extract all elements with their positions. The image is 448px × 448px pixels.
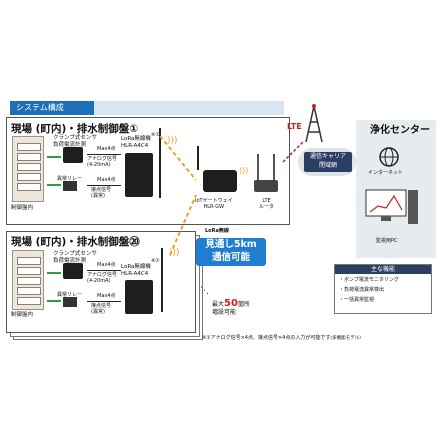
internet-label: インターネット	[368, 170, 404, 176]
site20-signal-icon: )))	[169, 248, 180, 258]
site20-line-contact	[87, 301, 121, 302]
expansion-number: 50	[224, 298, 238, 309]
gateway-antenna	[197, 146, 199, 170]
site1-arrow-relay	[47, 184, 61, 186]
site1-max4-bottom: Max4点	[97, 177, 116, 183]
gateway-signal-icon: )))	[239, 166, 249, 175]
site20-panel: 現場 (町内)・排水制御盤⑳ 制御盤内 クランプ式センサ 負荷電流計測 異常リレ…	[6, 231, 196, 333]
site1-signal-icon: )))	[167, 136, 178, 146]
site20-sensor-label: クランプ式センサ 負荷電流計測	[53, 251, 97, 264]
site1-control-panel-label: 制御盤内	[11, 205, 34, 211]
center-panel	[356, 120, 436, 258]
carrier-network-label: 通信キャリア 閉域網	[304, 152, 352, 172]
function-item: ・ポンプ電流モニタリング	[339, 277, 399, 283]
ellipsis-icon: ⋱	[200, 286, 209, 296]
site1-contact-label: 接点信号 (異常)	[91, 187, 112, 199]
site20-contact-label: 接点信号 (異常)	[91, 303, 112, 315]
header-bar	[94, 101, 284, 115]
footnote-suffix: (多機能モデル)	[330, 336, 361, 341]
expansion-note: 最大50箇所 増設可能	[212, 298, 250, 317]
site1-lora-device	[125, 153, 153, 197]
site1-note-mark: ※①	[151, 132, 160, 138]
site20-arrow-relay	[47, 300, 61, 302]
router-antenna-right	[273, 154, 275, 180]
site20-max4-top: Max4点	[97, 262, 116, 268]
system-config-tab: システム構成	[10, 101, 94, 115]
site1-sensor-label: クランプ式センサ 負荷電流計測	[53, 135, 97, 148]
site1-panel: 現場 (町内)・排水制御盤① 制御盤内 クランプ式センサ 負荷電流計測 異常リレ…	[6, 117, 290, 225]
site20-relay	[63, 297, 77, 307]
lte-tower-icon	[305, 104, 323, 143]
site1-max4-top: Max4点	[97, 146, 116, 152]
site1-relay	[63, 181, 77, 191]
function-item: ・負荷電流異常検出	[339, 287, 385, 293]
site20-device-label: LoRa無線機 HLR-A4C4	[121, 264, 151, 277]
site1-device-label: LoRa無線機 HLR-A4C4	[121, 136, 151, 149]
site1-analog-label: アナログ信号 (4-20mA)	[87, 156, 117, 168]
center-title: 浄化センター	[370, 125, 430, 136]
functions-box: 主な機能 ・ポンプ電流モニタリング ・負荷電流異常検出 ・一括異常監視	[334, 264, 432, 314]
lora-label: LoRa無線	[205, 228, 229, 234]
site20-control-panel-label: 制御盤内	[11, 312, 34, 318]
site20-title: 現場 (町内)・排水制御盤⑳	[11, 236, 140, 248]
site1-line-contact	[87, 185, 121, 186]
site20-alarm-relay-label: 異常リレー	[57, 292, 83, 298]
footnote-main: ※①アナログ信号×4点、接点信号×4点の入力が可能です	[202, 335, 331, 341]
lte-label: LTE	[287, 122, 302, 131]
site20-max4-bottom: Max4点	[97, 293, 116, 299]
site1-line-analog	[87, 154, 121, 155]
router-antenna-left	[257, 154, 259, 180]
gateway-device	[203, 170, 237, 192]
site20-control-cabinet	[12, 250, 44, 310]
site20-line-analog	[87, 270, 121, 271]
site20-lora-device	[125, 280, 153, 314]
function-item: ・一括異常監視	[339, 297, 375, 303]
expansion-prefix: 最大	[212, 301, 225, 308]
lte-router	[254, 180, 278, 192]
site20-note-mark: ※①	[151, 258, 160, 264]
site20-analog-label: アナログ信号 (4-20mA)	[87, 272, 117, 284]
functions-title: 主な機能	[335, 265, 431, 274]
site1-control-cabinet	[12, 136, 44, 202]
globe-icon	[379, 147, 399, 167]
site1-clamp-sensor	[63, 147, 83, 163]
gateway-label: IoTゲートウェイ HLR-GW	[195, 198, 233, 210]
footnote: ※①アナログ信号×4点、接点信号×4点の入力が可能です(多機能モデル)	[202, 335, 361, 342]
site1-arrow-sensor	[47, 156, 61, 158]
lora-range-bubble: 見通し5km 通信可能	[196, 238, 266, 266]
monitoring-pc-icon	[365, 189, 418, 224]
site1-alarm-relay-label: 異常リレー	[57, 176, 83, 182]
site1-title: 現場 (町内)・排水制御盤①	[11, 123, 139, 135]
site1-antenna	[159, 128, 161, 198]
site20-antenna	[161, 248, 163, 312]
monitoring-pc-label: 監視用PC	[376, 238, 398, 244]
expansion-suffix: 箇所 増設可能	[212, 301, 250, 316]
site20-clamp-sensor	[63, 263, 83, 279]
site20-arrow-sensor	[47, 272, 61, 274]
router-label: LTE ルータ	[259, 198, 275, 210]
